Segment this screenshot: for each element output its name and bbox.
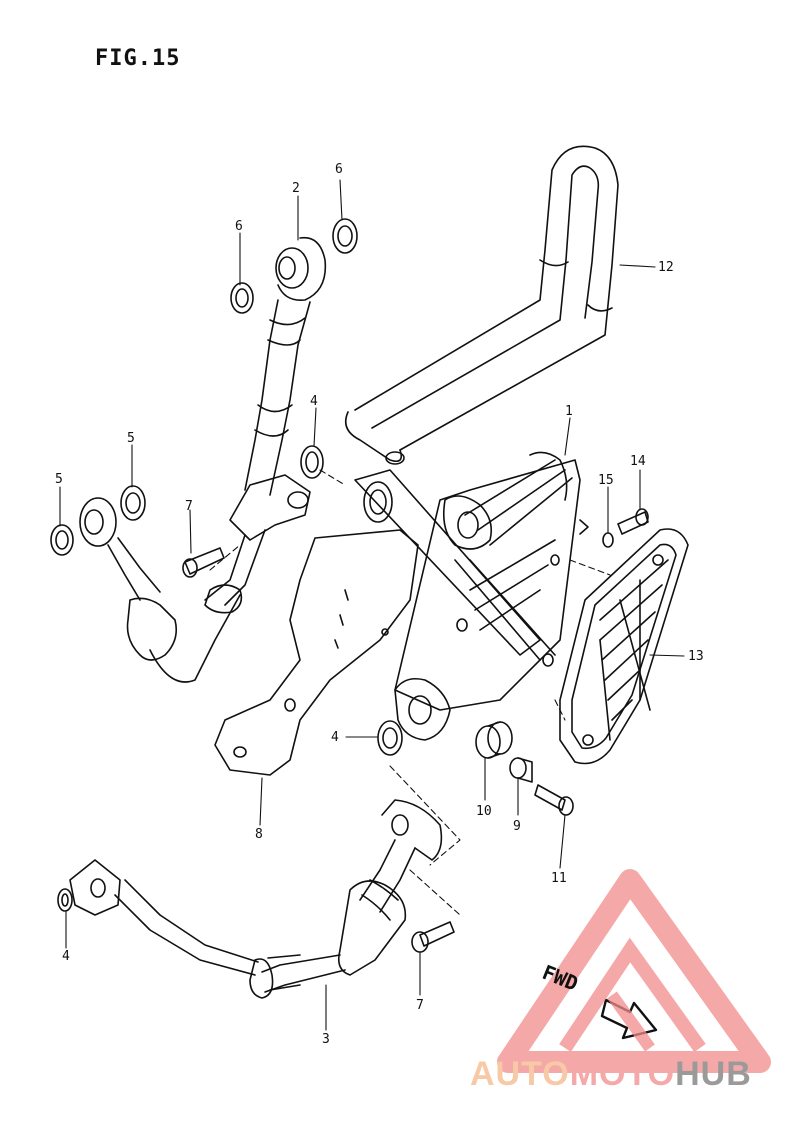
- callout-8: 8: [255, 827, 263, 842]
- grommet-10: [475, 721, 513, 759]
- washer-6-right: [332, 218, 358, 254]
- callout-15: 15: [598, 473, 614, 488]
- watermark-moto: MOTO: [569, 1055, 676, 1093]
- washer-5-left: [50, 524, 74, 556]
- callout-5: 5: [127, 431, 135, 446]
- oil-cooler-1: [354, 451, 589, 741]
- callout-1: 1: [565, 404, 573, 419]
- collar-9: [509, 757, 533, 783]
- watermark-auto: AUTO: [470, 1055, 570, 1093]
- callout-5: 5: [55, 472, 63, 487]
- bracket-8: [214, 529, 419, 776]
- gasket-4-lower: [57, 888, 73, 912]
- callout-13: 13: [688, 649, 704, 664]
- bolt-7-lower: [411, 921, 455, 953]
- triangle-logo-icon: [497, 869, 771, 1073]
- callout-4: 4: [62, 949, 70, 964]
- hose-2: [204, 236, 327, 606]
- callout-6: 6: [235, 219, 243, 234]
- callout-11: 11: [551, 871, 567, 886]
- callout-7: 7: [185, 499, 193, 514]
- washer-5-right: [120, 485, 146, 521]
- gasket-4-middle: [377, 720, 403, 756]
- hose-12: [344, 145, 619, 465]
- callout-4: 4: [310, 394, 318, 409]
- callout-7: 7: [416, 998, 424, 1013]
- callout-12: 12: [658, 260, 674, 275]
- bolt-11: [534, 784, 574, 816]
- callout-9: 9: [513, 819, 521, 834]
- figure-title: FIG.15: [95, 46, 181, 71]
- callout-3: 3: [322, 1032, 330, 1047]
- washer-15: [602, 532, 614, 548]
- bolt-7-upper: [182, 547, 225, 578]
- watermark-hub: HUB: [675, 1055, 752, 1093]
- washer-6-left: [230, 282, 254, 314]
- callout-2: 2: [292, 181, 300, 196]
- bolt-14: [617, 508, 649, 535]
- callout-4: 4: [331, 730, 339, 745]
- callout-10: 10: [476, 804, 492, 819]
- cover-13: [559, 528, 689, 765]
- hose-3: [69, 799, 443, 999]
- callout-14: 14: [630, 454, 646, 469]
- banjo-pipe: [79, 497, 243, 683]
- gasket-4-upper: [300, 445, 324, 479]
- watermark-text: AUTOMOTOHUB: [470, 1055, 752, 1094]
- callout-6: 6: [335, 162, 343, 177]
